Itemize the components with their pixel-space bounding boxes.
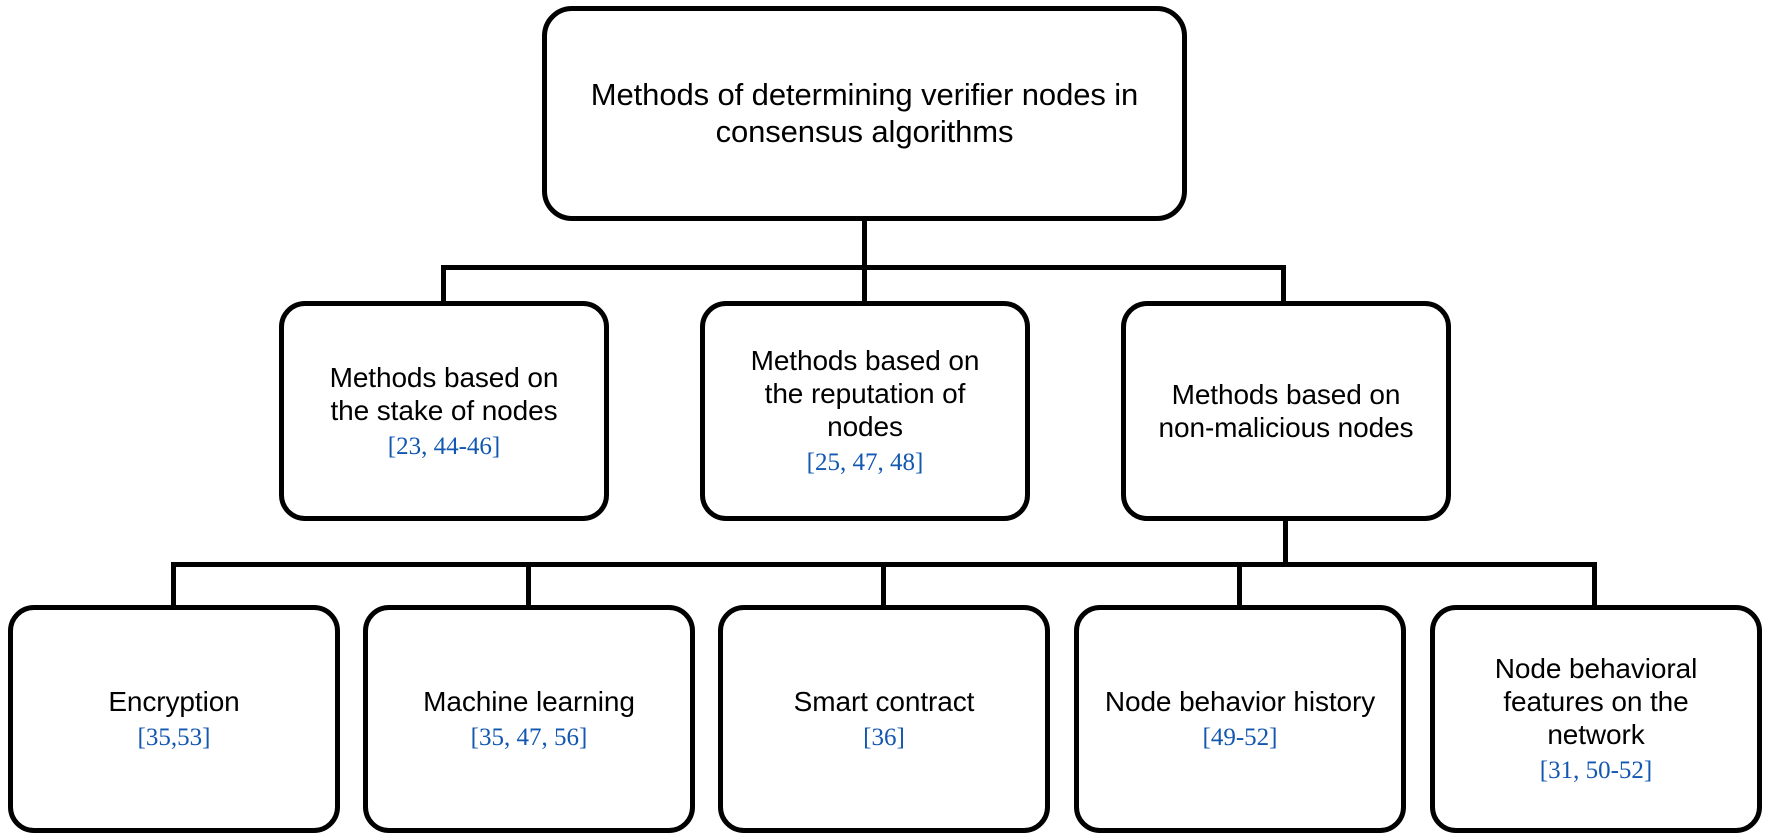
node-node-behavioral-features-label: Node behavioral features on the network (1494, 653, 1698, 751)
node-methods-stake-citation: [23, 44-46] (387, 432, 501, 460)
connector-drop-reputation (862, 265, 867, 303)
node-encryption-citation: [35,53] (137, 724, 211, 752)
node-machine-learning-label: Machine learning (423, 686, 635, 718)
node-smart-contract-citation: [36] (863, 724, 905, 752)
node-node-behavioral-features-citation: [31, 50-52] (1539, 757, 1653, 785)
node-node-behavior-history-citation: [49-52] (1202, 724, 1278, 752)
node-machine-learning[interactable]: Machine learning [35, 47, 56] (363, 605, 695, 833)
node-smart-contract-label: Smart contract (793, 686, 975, 718)
node-encryption-label: Encryption (108, 686, 240, 718)
node-smart-contract[interactable]: Smart contract [36] (718, 605, 1050, 833)
node-root-label: Methods of determining verifier nodes in… (590, 76, 1139, 149)
connector-drop-encryption (171, 562, 176, 607)
connector-drop-machine-learning (526, 562, 531, 607)
connector-drop-node-behavior-history (1237, 562, 1242, 607)
connector-nonmalicious-stem (1283, 521, 1288, 566)
connector-drop-node-behavioral-features (1592, 562, 1597, 607)
node-methods-non-malicious[interactable]: Methods based on non-malicious nodes (1121, 301, 1451, 521)
node-machine-learning-citation: [35, 47, 56] (470, 724, 588, 752)
connector-drop-stake (441, 265, 446, 303)
node-root[interactable]: Methods of determining verifier nodes in… (542, 6, 1187, 221)
node-methods-reputation[interactable]: Methods based on the reputation of nodes… (700, 301, 1030, 521)
connector-root-stem (862, 221, 867, 269)
node-methods-stake[interactable]: Methods based on the stake of nodes [23,… (279, 301, 609, 521)
node-node-behavioral-features[interactable]: Node behavioral features on the network … (1430, 605, 1762, 833)
node-methods-stake-label: Methods based on the stake of nodes (329, 361, 559, 426)
node-encryption[interactable]: Encryption [35,53] (8, 605, 340, 833)
node-methods-reputation-citation: [25, 47, 48] (806, 449, 924, 477)
node-node-behavior-history-label: Node behavior history (1104, 686, 1376, 718)
node-node-behavior-history[interactable]: Node behavior history [49-52] (1074, 605, 1406, 833)
node-methods-non-malicious-label: Methods based on non-malicious nodes (1158, 378, 1414, 443)
node-methods-reputation-label: Methods based on the reputation of nodes (750, 345, 980, 443)
connector-drop-nonmalicious (1281, 265, 1286, 303)
connector-drop-smart-contract (881, 562, 886, 607)
